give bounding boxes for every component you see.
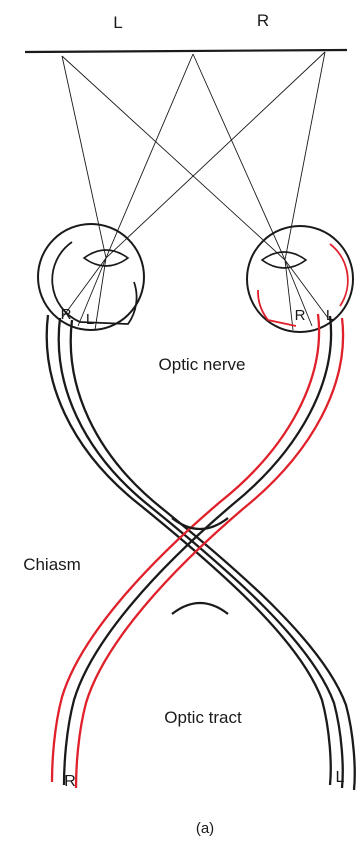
light-rays (62, 52, 328, 330)
tract-end-label-r: R (64, 773, 76, 790)
tract-end-label-l: L (336, 769, 345, 786)
ray (62, 56, 285, 260)
optic-tract-label: Optic tract (164, 708, 242, 727)
ray (62, 56, 106, 258)
chiasm-lower-arc (172, 603, 228, 614)
optic-nerve-label: Optic nerve (159, 355, 246, 374)
figure-caption: (a) (196, 820, 214, 837)
ray (193, 54, 285, 260)
retina-label-right-eye-l: L (326, 307, 334, 324)
right-eye-lens (262, 252, 306, 268)
field-label-left: L (113, 13, 122, 32)
ray (95, 258, 106, 330)
chiasm-label: Chiasm (23, 555, 81, 574)
right-eye-retina-temporal (330, 244, 348, 306)
retina-label-left-eye-l: L (86, 311, 94, 328)
ray (285, 260, 328, 318)
visual-field-line (25, 50, 347, 52)
retina-label-left-eye-r: R (61, 306, 72, 323)
field-label-right: R (257, 11, 269, 30)
retina-label-right-eye-r: R (295, 307, 306, 324)
ray (106, 54, 193, 258)
